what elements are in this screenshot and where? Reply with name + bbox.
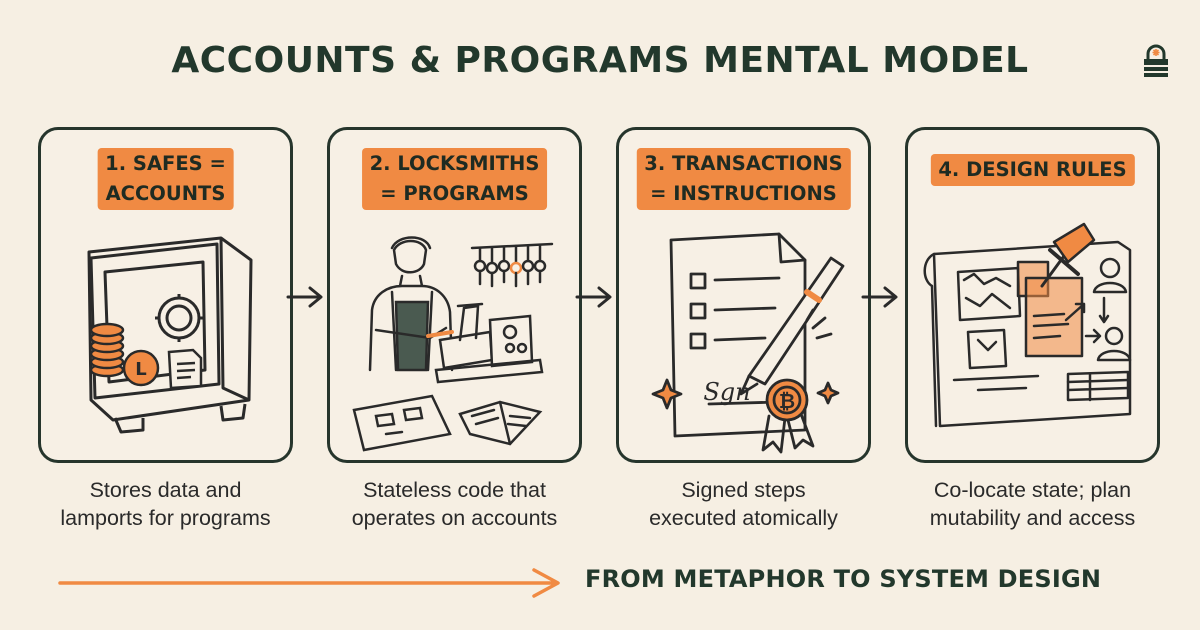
caption-line: operates on accounts (351, 506, 558, 530)
lock-logo-icon (1144, 44, 1168, 77)
signed-document-icon: Sgn ₿ (651, 232, 845, 454)
progress-arrow-icon (58, 568, 560, 598)
panel-safes-accounts: 1. SAFES = ACCOUNTS L (38, 127, 293, 463)
safe-icon: L (87, 236, 253, 434)
locksmith-icon (352, 236, 554, 452)
panel-locksmiths-programs: 2. LOCKSMITHS = PROGRAMS (327, 127, 582, 463)
caption-line: mutability and access (929, 506, 1136, 530)
panel-badge: 2. LOCKSMITHS = PROGRAMS (361, 148, 548, 210)
badge-line: = INSTRUCTIONS (650, 182, 837, 205)
coin-letter: L (135, 359, 146, 380)
caption-locksmiths: Stateless code that operates on accounts (327, 476, 582, 532)
caption-design-rules: Co-locate state; plan mutability and acc… (905, 476, 1160, 532)
caption-line: Signed steps (681, 478, 806, 502)
panel-transactions-instructions: 3. TRANSACTIONS = INSTRUCTIONS Sgn (616, 127, 871, 463)
badge-line: 4. DESIGN RULES (938, 158, 1127, 181)
panel-badge: 4. DESIGN RULES (930, 154, 1135, 186)
caption-line: Stateless code that (363, 478, 546, 502)
flow-arrow-icon (575, 286, 612, 308)
seal-letter: ₿ (779, 389, 795, 413)
footer-tagline: FROM METAPHOR TO SYSTEM DESIGN (585, 565, 1102, 593)
caption-transactions: Signed steps executed atomically (616, 476, 871, 532)
flow-arrow-icon (286, 286, 323, 308)
badge-line: = PROGRAMS (380, 182, 529, 205)
panel-badge: 1. SAFES = ACCOUNTS (97, 148, 234, 210)
blueprint-icon (923, 222, 1132, 428)
caption-line: executed atomically (649, 506, 838, 530)
signature-text: Sgn (703, 378, 750, 406)
panel-design-rules: 4. DESIGN RULES (905, 127, 1160, 463)
flow-arrow-icon (861, 286, 898, 308)
panel-badge: 3. TRANSACTIONS = INSTRUCTIONS (636, 148, 851, 210)
caption-safes: Stores data and lamports for programs (38, 476, 293, 532)
page-title: ACCOUNTS & PROGRAMS MENTAL MODEL (171, 40, 1029, 81)
badge-line: 1. SAFES = (105, 152, 226, 175)
badge-line: 3. TRANSACTIONS (644, 152, 843, 175)
badge-line: ACCOUNTS (105, 182, 226, 205)
caption-line: lamports for programs (60, 506, 271, 530)
caption-line: Co-locate state; plan (933, 478, 1132, 502)
caption-line: Stores data and (89, 478, 242, 502)
badge-line: 2. LOCKSMITHS (369, 152, 540, 175)
